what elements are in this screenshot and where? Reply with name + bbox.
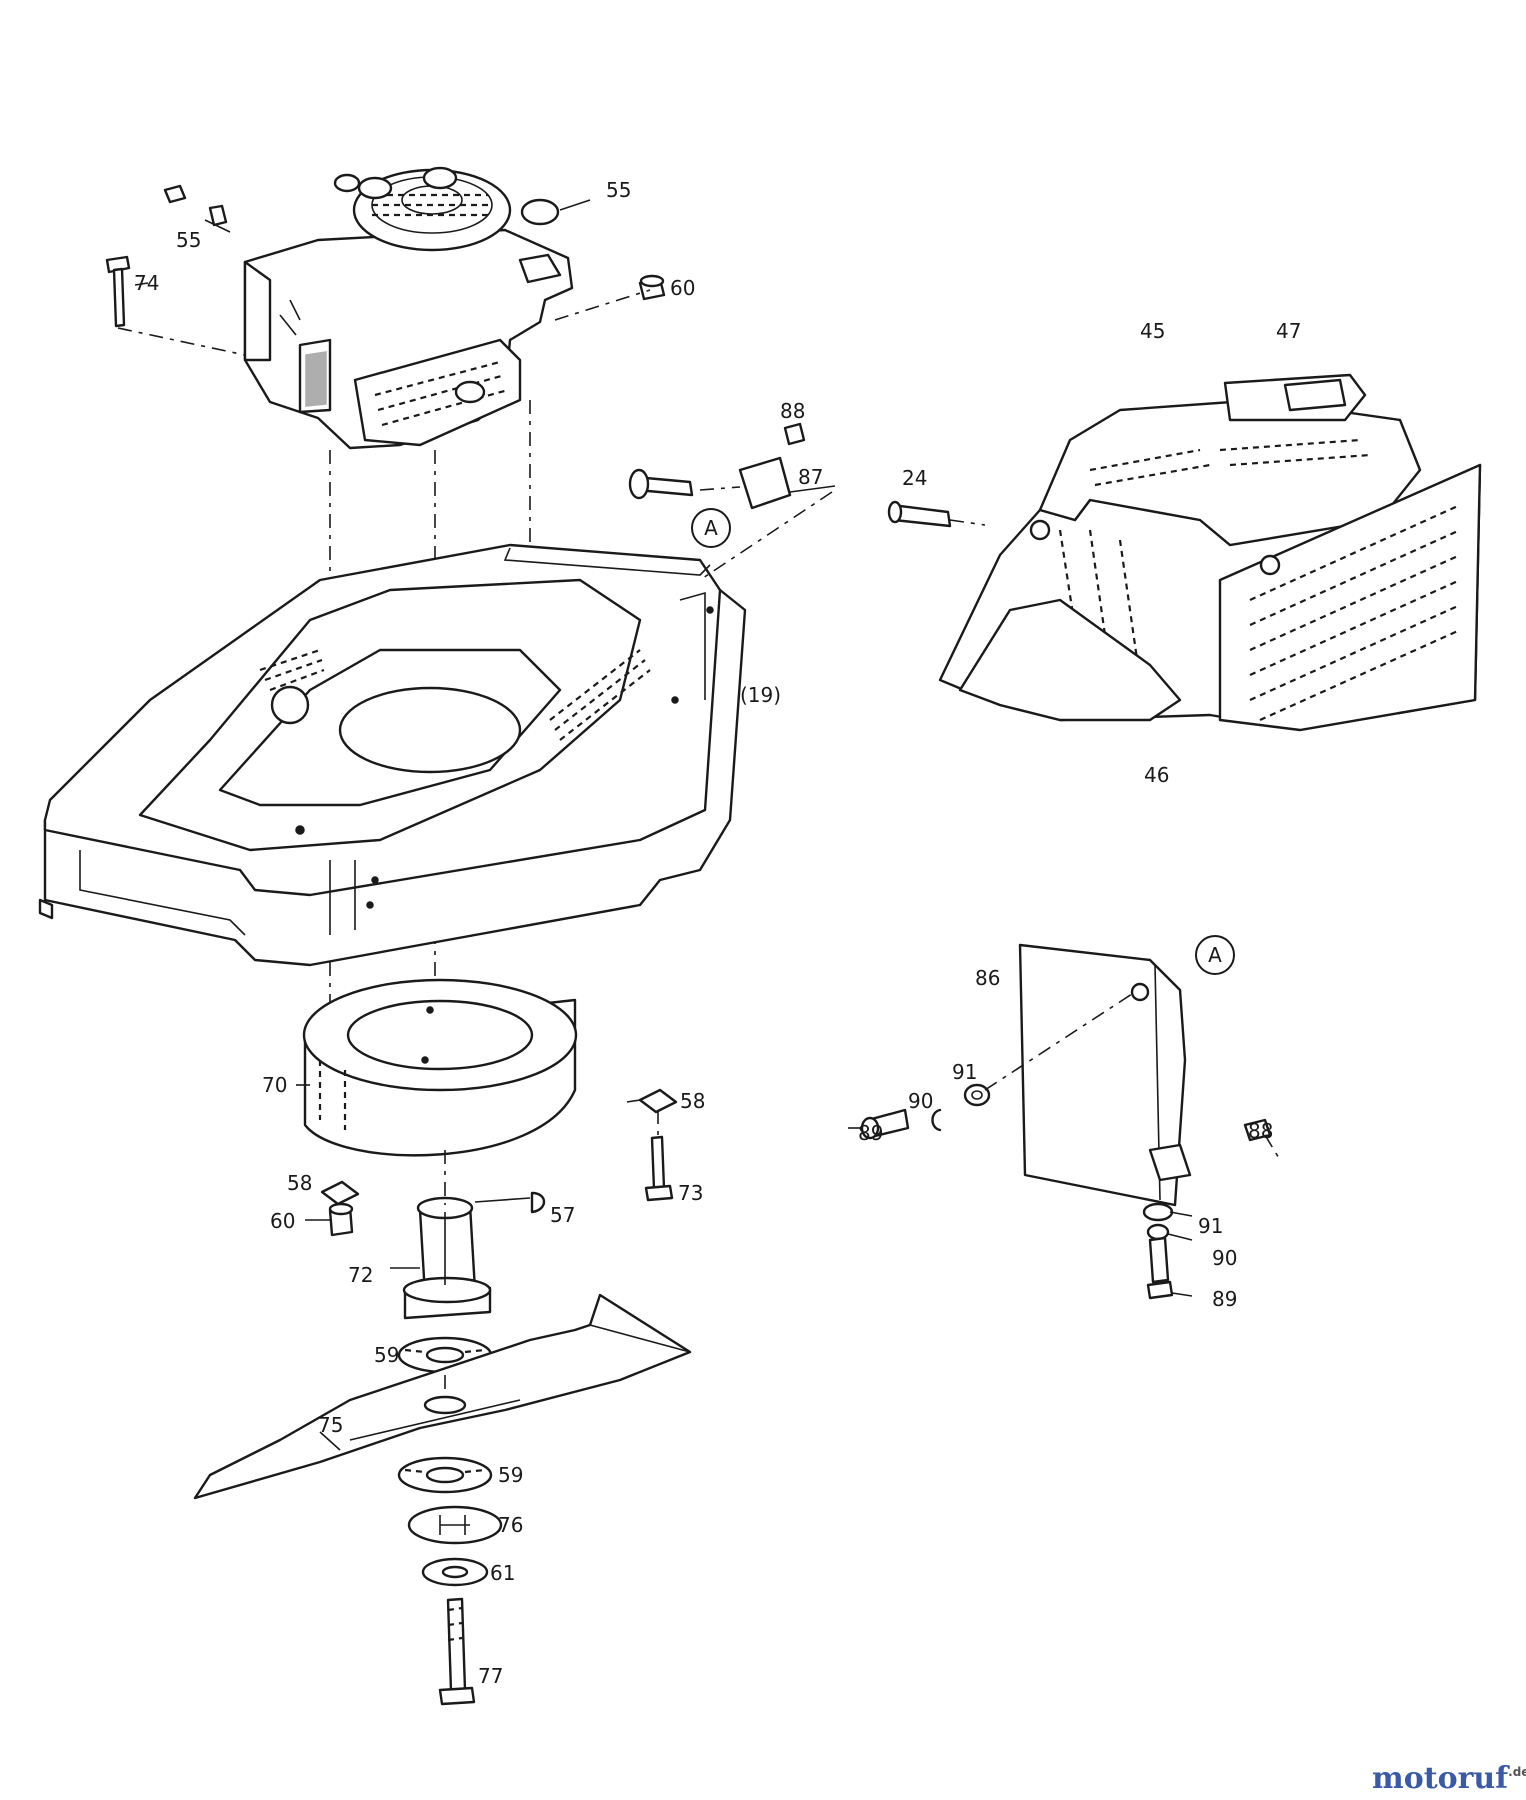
label-58: 58 bbox=[287, 1171, 312, 1195]
label-57: 57 bbox=[550, 1203, 575, 1227]
rear-flap-86 bbox=[1018, 943, 1192, 1207]
label-88: 88 bbox=[1248, 1119, 1273, 1143]
callout-a-right-text: A bbox=[1208, 943, 1222, 967]
bag-pin-dash bbox=[949, 519, 986, 526]
washer-61 bbox=[421, 1557, 489, 1587]
hinge-dash bbox=[699, 491, 833, 581]
grass-bag bbox=[938, 373, 1482, 732]
nut-60-top bbox=[638, 274, 666, 301]
small-screw-55 bbox=[163, 184, 228, 227]
blade-75 bbox=[193, 1293, 692, 1500]
label-45: 45 bbox=[1140, 319, 1165, 343]
label-19: (19) bbox=[740, 683, 781, 707]
pin-24 bbox=[887, 500, 952, 528]
label-72: 72 bbox=[348, 1263, 373, 1287]
watermark-brand-text: motoruf bbox=[1372, 1761, 1510, 1796]
label-76: 76 bbox=[498, 1513, 523, 1537]
label-75: 75 bbox=[318, 1413, 343, 1437]
label-88: 88 bbox=[780, 399, 805, 423]
part-labels: 55 55 74 60 88 87 45 47 24 (19) 46 86 91… bbox=[134, 178, 1301, 1688]
leader-lines-bottom bbox=[296, 1084, 860, 1451]
label-90: 90 bbox=[908, 1089, 933, 1113]
label-55: 55 bbox=[176, 228, 201, 252]
label-59: 59 bbox=[498, 1463, 523, 1487]
washer-59-bottom bbox=[397, 1456, 493, 1494]
label-60: 60 bbox=[270, 1209, 295, 1233]
label-60: 60 bbox=[670, 276, 695, 300]
label-87: 87 bbox=[798, 465, 823, 489]
label-46: 46 bbox=[1144, 763, 1169, 787]
label-70: 70 bbox=[262, 1073, 287, 1097]
bolt-77 bbox=[438, 1597, 476, 1706]
label-55: 55 bbox=[606, 178, 631, 202]
label-91: 91 bbox=[952, 1060, 977, 1084]
plate-58-right bbox=[638, 1088, 678, 1114]
blade-housing-70 bbox=[302, 978, 578, 1157]
key-57 bbox=[474, 1191, 546, 1214]
flap-hardware bbox=[860, 991, 1281, 1300]
callout-a-top: A bbox=[691, 508, 731, 548]
label-73: 73 bbox=[678, 1181, 703, 1205]
plate-58-left bbox=[320, 1180, 360, 1206]
label-86: 86 bbox=[975, 966, 1000, 990]
blade-adapter-72 bbox=[402, 1196, 492, 1320]
label-90: 90 bbox=[1212, 1246, 1237, 1270]
label-61: 61 bbox=[490, 1561, 515, 1585]
watermark-suffix: .de bbox=[1508, 1765, 1526, 1779]
watermark-brand: motoruf.de bbox=[1372, 1761, 1526, 1796]
plate-76 bbox=[407, 1505, 503, 1545]
watermark-logo: motoruf.de bbox=[1372, 1761, 1526, 1796]
mower-deck bbox=[38, 543, 747, 967]
label-91: 91 bbox=[1198, 1214, 1223, 1238]
label-58: 58 bbox=[680, 1089, 705, 1113]
bolt-73 bbox=[644, 1110, 674, 1202]
label-77: 77 bbox=[478, 1664, 503, 1688]
callout-a-right: A bbox=[1195, 935, 1235, 975]
label-89: 89 bbox=[858, 1121, 883, 1145]
nut-60-bottom bbox=[328, 1202, 354, 1237]
callout-a-top-text: A bbox=[704, 516, 718, 540]
label-59: 59 bbox=[374, 1343, 399, 1367]
label-89: 89 bbox=[1212, 1287, 1237, 1311]
engine bbox=[243, 166, 574, 450]
hinge-bolt-and-bracket bbox=[628, 422, 836, 510]
label-74: 74 bbox=[134, 271, 159, 295]
label-24: 24 bbox=[902, 466, 927, 490]
engine-bolt-74 bbox=[105, 255, 131, 328]
label-47: 47 bbox=[1276, 319, 1301, 343]
